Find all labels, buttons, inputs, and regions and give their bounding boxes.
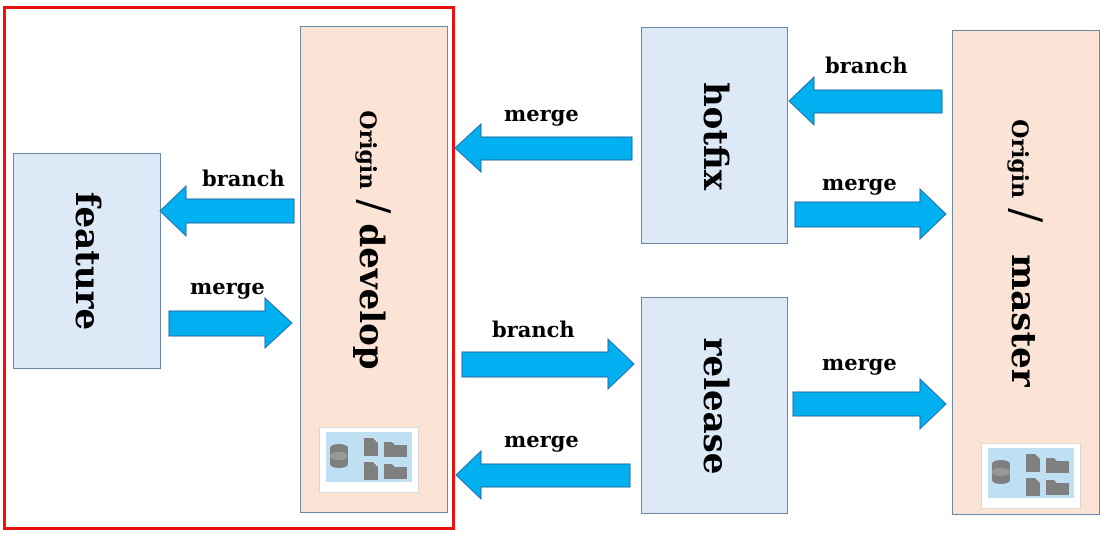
edge-label-develop-to-feature: branch <box>202 166 285 191</box>
folder-icon <box>1046 458 1069 495</box>
edge-label-release-to-master: merge <box>822 350 897 375</box>
repository-thumbnail <box>981 443 1081 509</box>
database-icon <box>330 444 348 468</box>
origin-master-box: Origin / master <box>952 30 1100 515</box>
database-icon <box>992 460 1010 484</box>
edge-label-master-to-hotfix: branch <box>825 53 908 78</box>
release-box: release <box>641 297 788 514</box>
file-icon <box>364 438 378 480</box>
arrow-hotfix-to-develop <box>454 122 633 174</box>
edge-label-hotfix-to-master: merge <box>822 170 897 195</box>
arrow-develop-to-feature <box>159 184 295 238</box>
origin-develop-box: Origin / develop <box>300 26 448 513</box>
edge-label-feature-to-develop: merge <box>190 274 265 299</box>
hotfix-box: hotfix <box>641 27 788 244</box>
file-icon <box>1026 454 1040 496</box>
edge-label-release-to-develop: merge <box>504 427 579 452</box>
edge-label-develop-to-release: branch <box>492 317 575 342</box>
arrow-release-to-master <box>792 377 947 431</box>
feature-box: feature <box>13 153 161 369</box>
folder-icon <box>384 442 407 479</box>
highlight-frame <box>3 6 455 530</box>
arrow-develop-to-release <box>461 337 635 391</box>
arrow-hotfix-to-master <box>794 187 947 241</box>
repository-thumbnail <box>319 427 419 493</box>
edge-label-hotfix-to-develop: merge <box>504 101 579 126</box>
arrow-master-to-hotfix <box>788 75 943 127</box>
arrow-release-to-develop <box>455 449 631 501</box>
arrow-feature-to-develop <box>168 296 293 350</box>
